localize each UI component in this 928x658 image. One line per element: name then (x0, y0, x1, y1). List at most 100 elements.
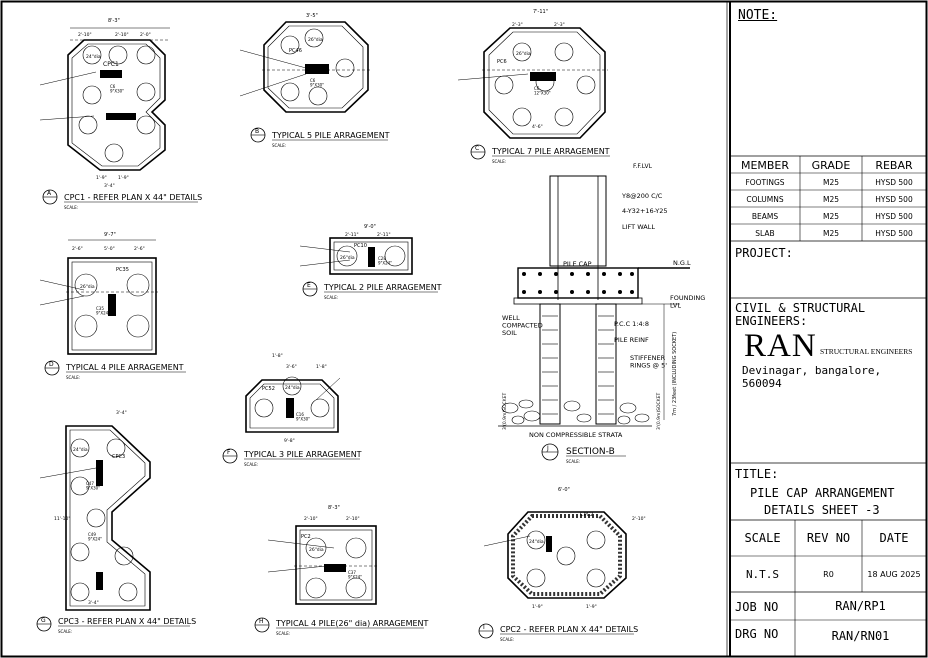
detail-f-dim-3: 9'-8" (284, 438, 295, 444)
scale-value: N.T.S (745, 568, 780, 581)
detail-h-cap: PC2 (301, 534, 311, 540)
section-socket-1: 3'(0.9m)SOCKET (502, 393, 508, 430)
title-label: TITLE: (735, 467, 779, 481)
job-value: RAN/RP1 (835, 599, 886, 613)
title-block-grid (730, 155, 926, 656)
pile-cap-bars (522, 272, 634, 294)
detail-h-dim-0: 8'-3" (328, 505, 340, 511)
section-strata: NON COMPRESSIBLE STRATA (529, 431, 623, 439)
detail-a-dim-1: 2'-10" (78, 32, 92, 38)
detail-g-cap: CPC3 (112, 454, 125, 460)
detail-e-letter: E (307, 282, 311, 289)
detail-f-dim-0: 1'-8" (272, 353, 283, 359)
detail-f-dim-2: 1'-8" (316, 364, 327, 370)
title-block: NOTE: MEMBER GRADE REBAR FOOTINGS M25 HY… (730, 2, 926, 656)
detail-a-letter: A (47, 190, 52, 197)
detail-f-scale: SCALE: (244, 462, 258, 467)
section-socket-2: 3'(0.9m)SOCKET (656, 393, 662, 430)
detail-g-scale: SCALE: (58, 629, 72, 634)
detail-h-scale: SCALE: (276, 631, 290, 636)
detail-g-pile: 24"dia (73, 447, 88, 453)
detail-g-dim-1: 11'-10" (54, 516, 70, 522)
detail-c-dim-2: 2'-3" (554, 22, 565, 28)
detail-e-dim-1: 2'-11" (345, 232, 359, 238)
date-label: DATE (879, 531, 909, 545)
detail-h-dim-1: 2'-10" (304, 516, 318, 522)
detail-i-dim-1: 1'-9" (532, 604, 543, 610)
detail-i-dim-3: 2'-10" (632, 516, 646, 522)
detail-c-pile: 26"dia (516, 51, 531, 57)
project-label: PROJECT: (735, 246, 793, 260)
detail-i-dim-0: 6'-0" (558, 487, 570, 493)
drg-label: DRG NO (735, 627, 779, 641)
detail-f-cap: PC52 (262, 386, 275, 392)
detail-b-dim-0: 3'-5" (306, 13, 318, 19)
detail-j-letter: J (546, 445, 549, 452)
detail-e-scale: SCALE: (324, 295, 338, 300)
detail-e-dim-0: 9'-0" (364, 224, 376, 230)
detail-b-cap: PC46 (289, 48, 302, 54)
firm-logo-text: RAN (744, 328, 817, 364)
detail-f-dim-1: 3'-6" (286, 364, 297, 370)
detail-c-dim-3: 4'-6" (532, 124, 543, 130)
note-label: NOTE: (738, 8, 778, 23)
section-main: 4-Y32+16-Y25 (622, 207, 667, 215)
spec-row-columns-member: COLUMNS (746, 195, 784, 204)
detail-e-dim-2: 2'-11" (377, 232, 391, 238)
scale-label: SCALE (744, 531, 781, 545)
detail-d-cap: PC35 (116, 267, 129, 273)
detail-b-scale: SCALE: (272, 143, 286, 148)
detail-h-pile: 26"dia (309, 547, 324, 553)
job-label: JOB NO (735, 600, 779, 614)
detail-d-title: TYPICAL 4 PILE ARRAGEMENT (65, 363, 184, 372)
detail-a-cap: CPC1 (103, 61, 119, 68)
detail-d-scale: SCALE: (66, 375, 80, 380)
detail-g-dim-0: 3'-4" (116, 410, 127, 416)
spec-row-slab-rebar: HYSD 500 (875, 229, 913, 238)
title-line-2: DETAILS SHEET -3 (764, 503, 880, 517)
detail-c-title: TYPICAL 7 PILE ARRAGEMENT (491, 147, 610, 156)
detail-a-dim-2: 2'-10" (115, 32, 129, 38)
detail-f-title: TYPICAL 3 PILE ARRAGEMENT (243, 450, 362, 459)
spec-row-beams-member: BEAMS (751, 212, 779, 221)
detail-f-pile: 24"dia (285, 385, 300, 391)
detail-a-dim-6: 3'-4" (104, 183, 115, 189)
section-depth: 7m / 23feet (INCLUDING SOCKET) (672, 332, 678, 416)
detail-i-pile: 24"dia (529, 539, 544, 545)
section-ngl: N.G.L (673, 259, 691, 267)
detail-j-scale: SCALE: (566, 459, 580, 464)
detail-d-dim-3: 2'-6" (134, 246, 145, 252)
drg-value: RAN/RN01 (831, 629, 890, 643)
detail-a-pile: 24"dia (86, 54, 101, 60)
section-wall: LIFT WALL (622, 223, 655, 231)
date-value: 18 AUG 2025 (867, 570, 921, 579)
section-pcc: P.C.C 1:4:8 (614, 320, 649, 328)
spec-row-footings-member: FOOTINGS (745, 178, 785, 187)
rev-value: R0 (823, 570, 834, 579)
detail-a-title: CPC1 - REFER PLAN X 44" DETAILS (64, 193, 202, 202)
spec-row-footings-grade: M25 (822, 178, 839, 187)
spec-row-slab-member: SLAB (755, 229, 775, 238)
spec-row-beams-rebar: HYSD 500 (875, 212, 913, 221)
detail-b-pile: 26"dia (308, 37, 323, 43)
detail-d-dim-0: 9'-7" (104, 232, 116, 238)
detail-d-letter: D (49, 361, 54, 368)
detail-i-title: CPC2 - REFER PLAN X 44" DETAILS (500, 625, 638, 634)
